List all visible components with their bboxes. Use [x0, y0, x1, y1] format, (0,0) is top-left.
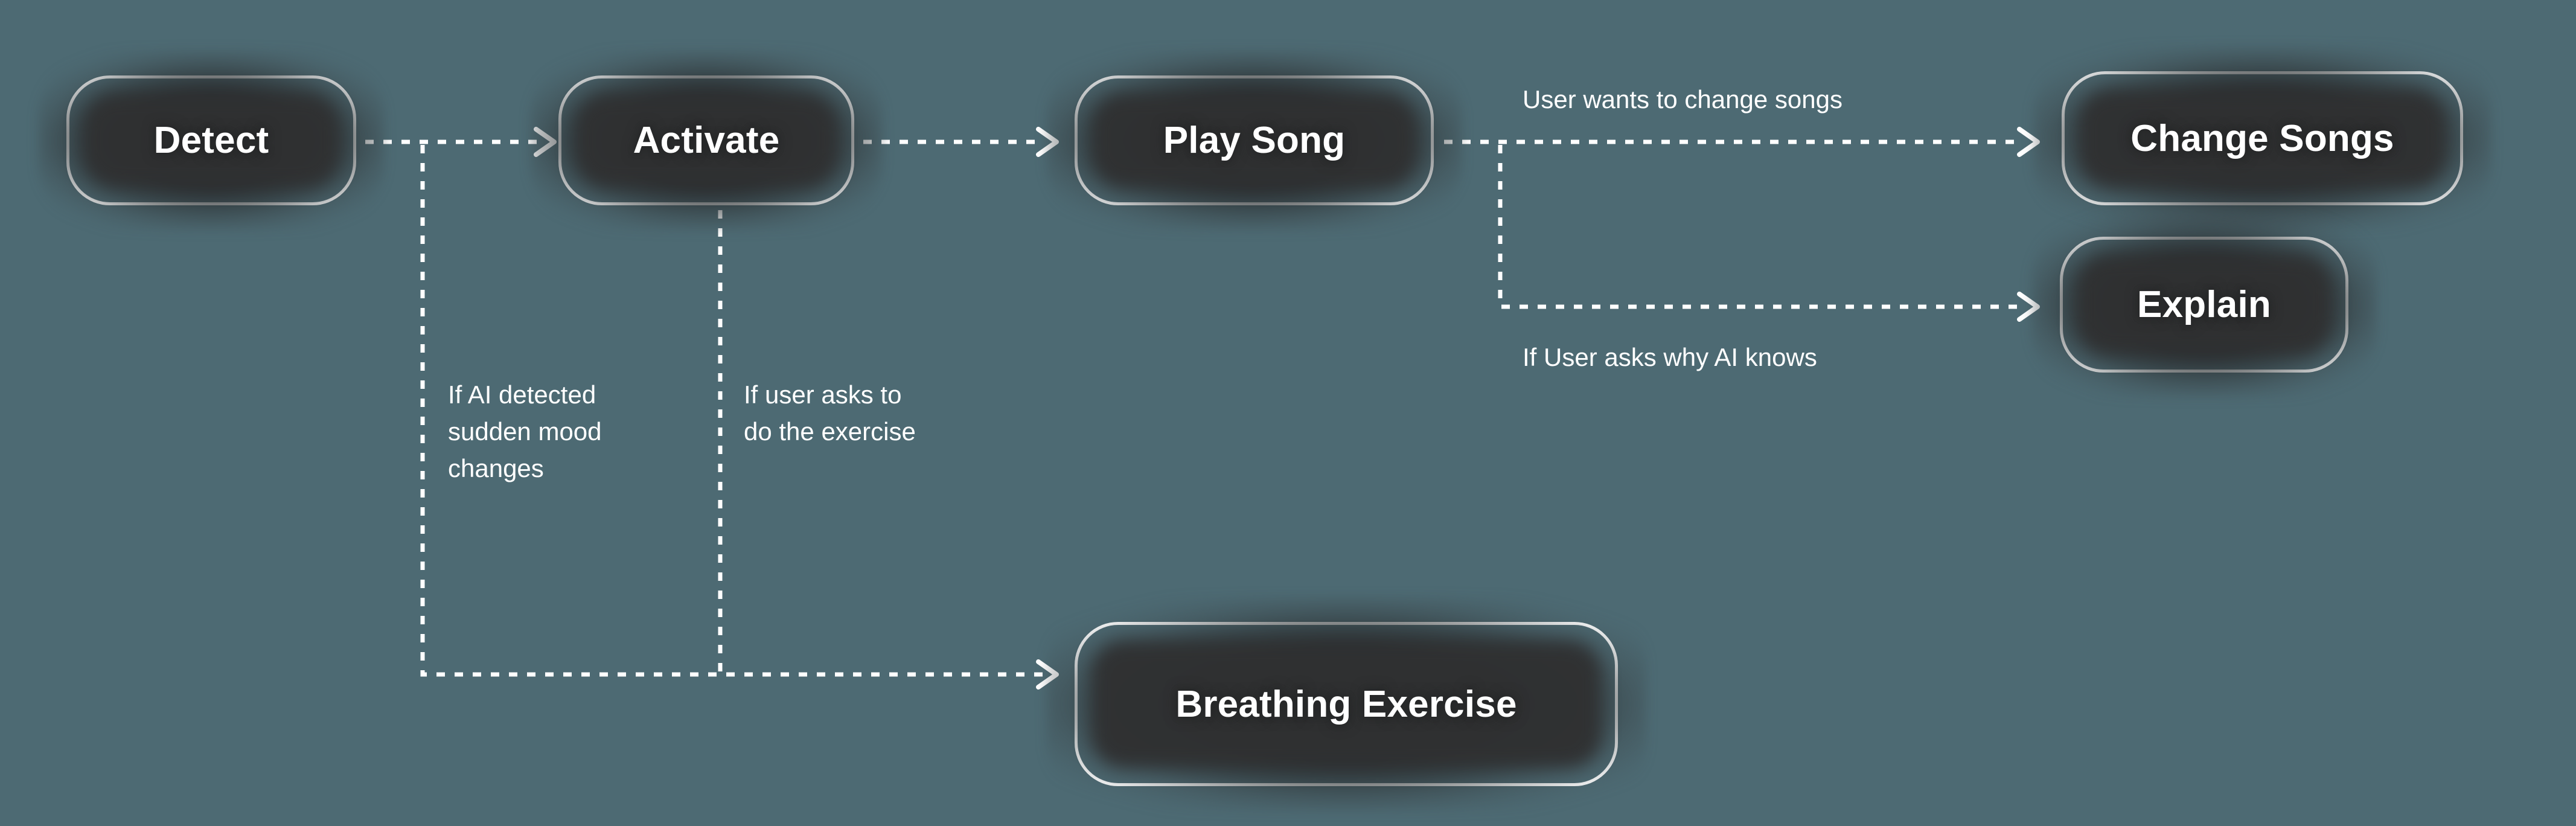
edge-activate-to-play-song: [863, 127, 1059, 157]
node-breathing-exercise[interactable]: Breathing Exercise: [1046, 597, 1646, 811]
node-change-songs[interactable]: Change Songs: [2033, 46, 2491, 230]
node-fill: [83, 94, 340, 187]
node-label-play-song: Play Song: [1163, 120, 1346, 161]
edge-detect-to-activate: [365, 127, 557, 157]
edge-label-explain: If User asks why AI knows: [1523, 343, 1817, 371]
node-label-breathing-exercise: Breathing Exercise: [1175, 683, 1517, 725]
node-explain[interactable]: Explain: [2031, 212, 2377, 397]
node-fill: [2076, 255, 2332, 354]
edge-label-exercise: If user asks to do the exercise: [744, 380, 916, 446]
edge-label-mood-changes: If AI detected sudden mood changes: [448, 380, 602, 482]
node-activate[interactable]: Activate: [530, 51, 883, 230]
node-fill: [2078, 90, 2447, 187]
node-fill: [1091, 641, 1602, 767]
node-detect[interactable]: Detect: [38, 51, 385, 230]
node-label-detect: Detect: [153, 120, 269, 161]
node-label-explain: Explain: [2137, 284, 2271, 325]
node-fill: [1091, 94, 1417, 187]
edge-play-song-to-change-songs: [1444, 127, 2040, 157]
edge-play-song-to-explain: [1498, 145, 2040, 322]
node-label-activate: Activate: [633, 120, 780, 161]
node-play-song[interactable]: Play Song: [1046, 51, 1462, 230]
node-label-change-songs: Change Songs: [2130, 117, 2394, 159]
edge-label-change-songs: User wants to change songs: [1523, 85, 1843, 114]
